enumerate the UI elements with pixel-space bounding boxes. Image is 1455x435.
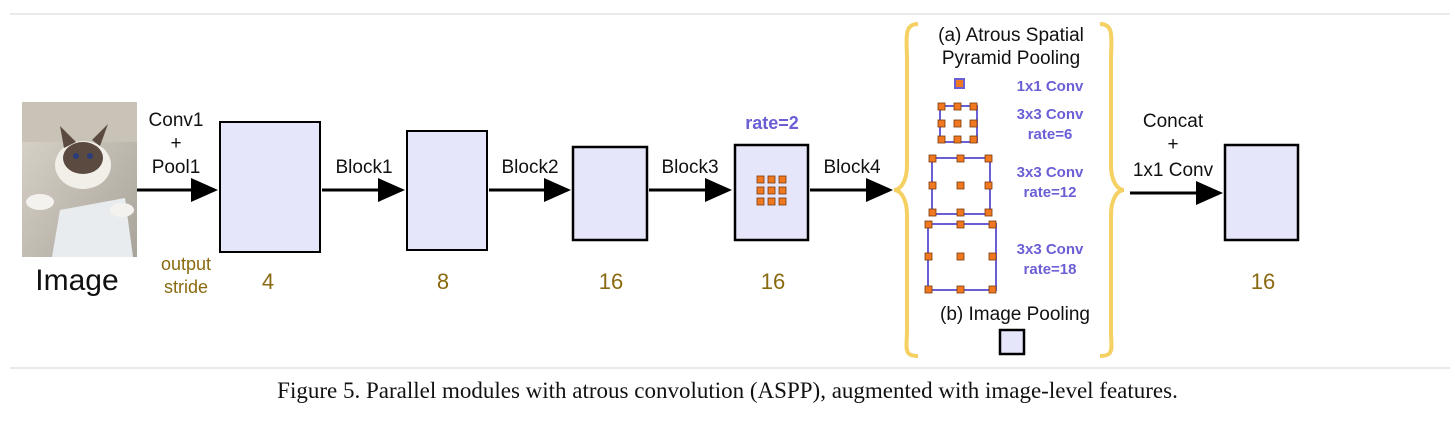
kernel-3x3-rate-12: [928, 154, 993, 217]
branch-1x1-conv-label: 1x1 Conv: [1017, 78, 1084, 95]
kernel-1x1: [954, 78, 965, 89]
aspp-title-2: Pyramid Pooling: [942, 48, 1080, 69]
figure-caption: Figure 5. Parallel modules with atrous c…: [277, 378, 1178, 403]
right-brace: [1099, 22, 1125, 358]
dilation-rate-label: rate=2: [745, 113, 799, 133]
input-image: [22, 102, 137, 257]
step-block4-label: Block4: [823, 157, 880, 178]
kernel-3x3-rate-18: [924, 220, 997, 294]
stride-value-block2: 16: [599, 269, 623, 294]
aspp-title: (a) Atrous Spatial: [938, 25, 1084, 46]
output-stride-label-2: stride: [164, 277, 208, 297]
branch-rate-12-label: rate=12: [1024, 184, 1077, 201]
branch-rate-12-conv-label: 3x3 Conv: [1017, 164, 1084, 181]
output-stride-label: output: [161, 254, 211, 274]
kernel-3x3-rate-6: [937, 102, 978, 144]
step-conv1-label: Conv1: [149, 110, 204, 131]
branch-rate-6-conv-label: 3x3 Conv: [1017, 106, 1084, 123]
kernel-rate-2: [756, 175, 787, 206]
branch-rate-18-conv-label: 3x3 Conv: [1017, 241, 1084, 258]
input-image-label: Image: [35, 264, 118, 297]
left-brace: [893, 22, 919, 358]
image-pooling-map: [998, 328, 1026, 356]
stride-value-block1: 8: [437, 269, 449, 294]
step-block2-label: Block2: [501, 157, 558, 178]
step-block3-label: Block3: [661, 157, 718, 178]
feature-map-output: [1223, 143, 1300, 242]
stride-value-output: 16: [1251, 269, 1275, 294]
concat-conv-label: 1x1 Conv: [1133, 160, 1214, 181]
branch-rate-6-label: rate=6: [1028, 126, 1073, 143]
concat-label: Concat: [1143, 111, 1204, 132]
image-pooling-label: (b) Image Pooling: [940, 304, 1090, 325]
feature-map-block2: [571, 145, 649, 242]
step-block1-label: Block1: [335, 157, 392, 178]
branch-rate-18-label: rate=18: [1024, 261, 1077, 278]
stride-value-block3: 16: [761, 269, 785, 294]
step-pool1-label: Pool1: [152, 157, 201, 178]
feature-map-block1: [406, 130, 488, 251]
concat-plus-label: +: [1167, 134, 1178, 155]
stride-value-pool1: 4: [262, 269, 274, 294]
feature-map-pool1: [219, 121, 321, 253]
step-plus-label: +: [170, 133, 181, 154]
